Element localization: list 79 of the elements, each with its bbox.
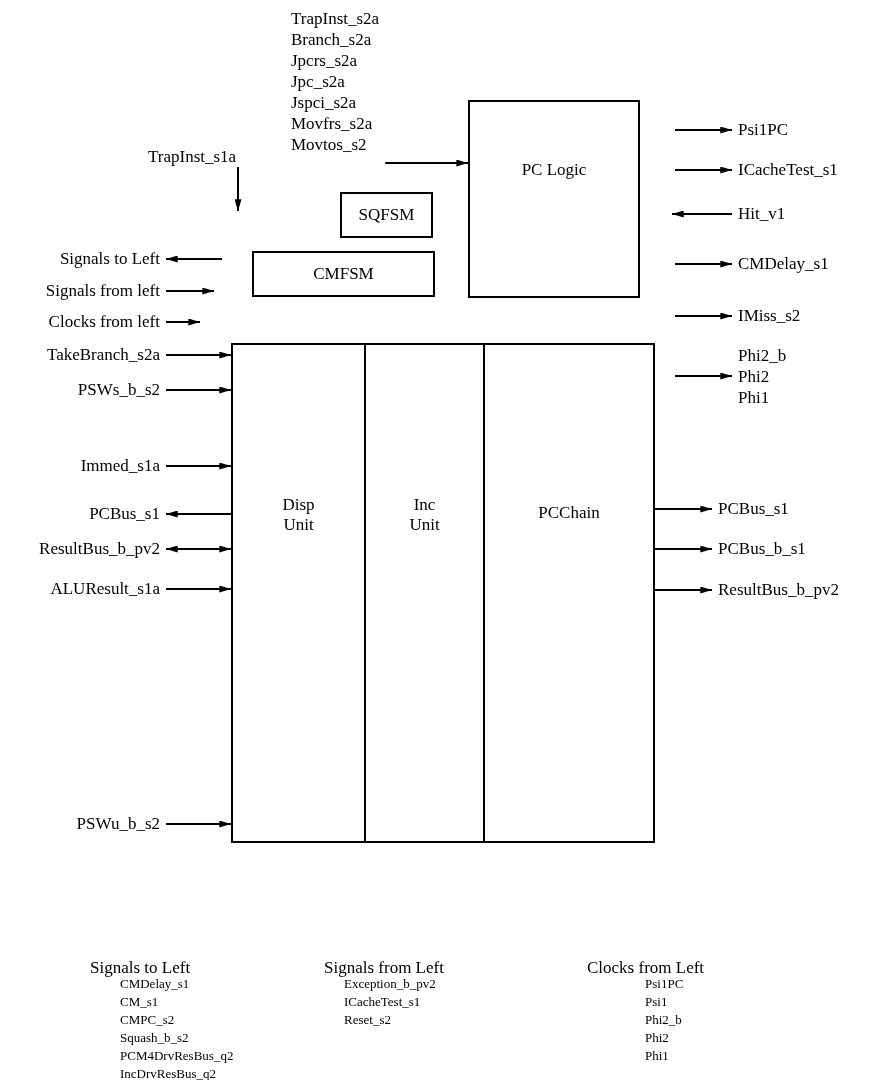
arrow	[165, 287, 215, 295]
signal-name: Phi1	[738, 387, 771, 408]
list-heading: Clocks from Left	[587, 958, 705, 978]
block-name: PCChain	[538, 503, 600, 523]
signal-name: IMiss_s2	[732, 305, 807, 326]
signal-name: Signals to Left	[53, 248, 166, 269]
signal-name: CM_s1	[120, 994, 159, 1010]
signal-name: ALUResult_s1a	[44, 578, 166, 599]
signal-name: Phi2	[738, 366, 771, 387]
block-box	[468, 100, 640, 298]
signal-name: CMPC_s2	[120, 1012, 175, 1028]
block-box	[231, 343, 366, 843]
signal-name: Squash_b_s2	[120, 1030, 189, 1046]
signal-name: PCBus_s1	[712, 498, 795, 519]
signal-name: Jpc_s2a	[291, 71, 346, 92]
signal-name: Jspci_s2a	[291, 92, 358, 113]
signal-name: CMDelay_s1	[732, 253, 835, 274]
signal-name: TrapInst_s1a	[142, 146, 243, 167]
block-box	[364, 343, 485, 843]
block-name: Disp Unit	[281, 495, 316, 535]
arrow	[165, 545, 232, 553]
signal-name: Psi1PC	[732, 119, 795, 140]
arrow	[674, 126, 733, 134]
signal-name: Reset_s2	[344, 1012, 391, 1028]
signal-name: Psi1PC	[645, 976, 684, 992]
signal-name: ResultBus_b_pv2	[712, 579, 845, 600]
arrow	[674, 260, 733, 268]
signal-name: Branch_s2a	[291, 29, 373, 50]
signal-name: PCBus_s1	[83, 503, 166, 524]
signal-name: Movtos_s2	[291, 134, 368, 155]
signal-name: ICacheTest_s1	[344, 994, 421, 1010]
block-name: PC Logic	[521, 160, 587, 180]
signal-name: PSWs_b_s2	[71, 379, 166, 400]
block-box	[483, 343, 655, 843]
signal-name: Immed_s1a	[74, 455, 166, 476]
block-box	[252, 251, 435, 297]
arrow	[674, 372, 733, 380]
arrow	[674, 166, 733, 174]
arrow	[674, 312, 733, 320]
block-box	[340, 192, 433, 238]
signal-name: Exception_b_pv2	[344, 976, 436, 992]
arrow	[165, 585, 232, 593]
signal-name: TrapInst_s2a	[291, 8, 380, 29]
block-name: Inc Unit	[408, 495, 441, 535]
arrow	[165, 510, 232, 518]
block-name: SQFSM	[358, 205, 415, 225]
arrow	[165, 462, 232, 470]
signal-name: ResultBus_b_pv2	[33, 538, 166, 559]
list-heading: Signals from Left	[324, 958, 444, 978]
arrow	[165, 820, 232, 828]
arrow	[165, 318, 201, 326]
block-name: CMFSM	[313, 264, 374, 284]
signal-name: PSWu_b_s2	[70, 813, 166, 834]
signal-name: PCM4DrvResBus_q2	[120, 1048, 234, 1064]
signal-name: Phi2_b	[645, 1012, 682, 1028]
signal-name: ICacheTest_s1	[732, 159, 844, 180]
signal-name: TakeBranch_s2a	[40, 344, 166, 365]
arrow	[165, 386, 232, 394]
arrow	[671, 210, 733, 218]
signal-name: Psi1	[645, 994, 668, 1010]
signal-name: Phi2	[645, 1030, 669, 1046]
signal-name: Signals from left	[39, 280, 166, 301]
signal-name: Phi1	[645, 1048, 669, 1064]
signal-name: Movfrs_s2a	[291, 113, 374, 134]
signal-name: Hit_v1	[732, 203, 792, 224]
signal-name: Clocks from left	[42, 311, 166, 332]
arrow	[165, 255, 223, 263]
arrow	[165, 351, 232, 359]
arrow	[654, 545, 713, 553]
signal-name: IncDrvResBus_q2	[120, 1066, 217, 1080]
signal-name: PCBus_b_s1	[712, 538, 812, 559]
signal-name: CMDelay_s1	[120, 976, 190, 992]
signal-name: Jpcrs_s2a	[291, 50, 359, 71]
arrow	[384, 159, 469, 167]
arrow	[234, 166, 242, 212]
signal-name: Phi2_b	[738, 345, 787, 366]
arrow	[654, 505, 713, 513]
list-heading: Signals to Left	[90, 958, 191, 978]
arrow	[654, 586, 713, 594]
